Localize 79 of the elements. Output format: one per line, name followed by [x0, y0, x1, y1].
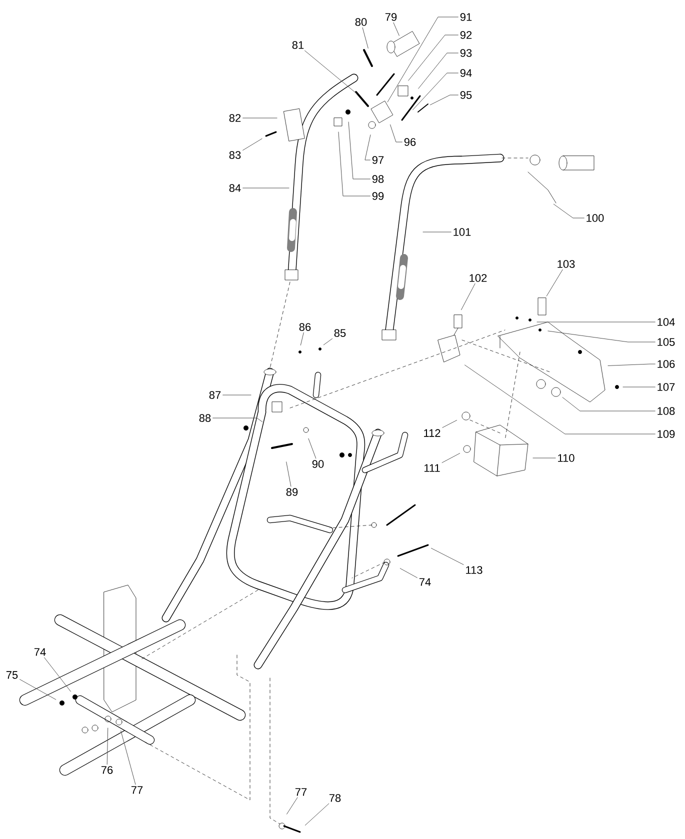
leader-line	[390, 124, 402, 142]
leader-line	[222, 394, 252, 396]
leader-line	[418, 52, 458, 89]
callout-number: 101	[454, 228, 471, 236]
leader-line	[20, 679, 56, 700]
callout-number: 103	[558, 260, 575, 268]
leader-line	[362, 27, 368, 48]
callout-number: 75	[6, 671, 18, 679]
leader-line	[338, 132, 370, 196]
callout-number: 93	[460, 49, 472, 57]
leader-line	[387, 16, 458, 102]
leader-line	[546, 269, 563, 296]
callout-number: 111	[424, 464, 440, 472]
leader-line	[548, 330, 656, 342]
leader-line	[212, 418, 263, 422]
callout-number: 105	[658, 338, 675, 346]
leader-line	[412, 72, 458, 110]
callout-number: 90	[312, 460, 324, 468]
leader-line	[106, 728, 108, 765]
leader-line	[461, 283, 476, 310]
leader-line	[408, 34, 458, 81]
callout-number: 95	[460, 91, 472, 99]
callout-number: 94	[460, 69, 472, 77]
callout-number: 104	[658, 318, 675, 326]
callout-number: 99	[372, 192, 384, 200]
callout-number: 108	[658, 407, 675, 415]
callout-number: 97	[372, 156, 384, 164]
callout-number: 106	[658, 360, 675, 368]
leader-line	[553, 204, 584, 218]
callout-number: 82	[229, 114, 241, 122]
callout-number: 88	[199, 414, 211, 422]
leader-line	[286, 797, 298, 814]
callout-number: 98	[372, 175, 384, 183]
callout-number: 100	[586, 214, 604, 222]
callout-number: 107	[658, 383, 675, 391]
leader-line	[393, 22, 400, 36]
callout-number: 87	[209, 391, 221, 399]
callout-number: 102	[470, 274, 487, 282]
callout-number: 80	[355, 18, 367, 26]
callout-number: 78	[329, 794, 341, 802]
callout-number: 92	[460, 31, 472, 39]
callout-number: 113	[466, 566, 482, 574]
leader-line	[323, 338, 333, 346]
callout-number: 84	[229, 184, 241, 192]
leader-line	[308, 438, 316, 459]
callout-number: 91	[460, 13, 472, 21]
leader-line	[304, 50, 357, 94]
leader-line	[400, 568, 418, 578]
callout-number: 96	[404, 138, 416, 146]
callout-number: 77	[131, 786, 143, 794]
callout-number: 81	[292, 41, 304, 49]
leader-line	[430, 94, 458, 106]
leader-line	[364, 134, 371, 160]
callout-number: 109	[658, 430, 675, 438]
leader-line	[286, 462, 292, 487]
callout-number: 110	[558, 454, 574, 462]
callout-number: 77	[295, 788, 307, 796]
leader-line	[304, 803, 330, 826]
leader-line	[464, 364, 656, 434]
callout-number: 74	[34, 648, 46, 656]
callout-number: 79	[385, 13, 397, 21]
leader-line	[120, 730, 136, 785]
leader-line	[622, 386, 656, 388]
callout-number: 83	[229, 151, 241, 159]
leader-line	[442, 453, 460, 463]
leader-line	[300, 332, 304, 346]
leader-line	[242, 138, 262, 151]
leader-line	[44, 657, 71, 692]
leader-line	[608, 364, 656, 366]
callout-number: 89	[286, 488, 298, 496]
callout-number: 85	[334, 329, 346, 337]
callout-number: 76	[101, 766, 113, 774]
callout-number: 86	[299, 323, 311, 331]
leader-line	[442, 420, 458, 428]
leader-line	[348, 122, 370, 180]
leader-line	[430, 548, 464, 565]
callout-number: 112	[424, 429, 440, 437]
leader-line	[562, 397, 656, 412]
callout-number: 74	[419, 578, 431, 586]
